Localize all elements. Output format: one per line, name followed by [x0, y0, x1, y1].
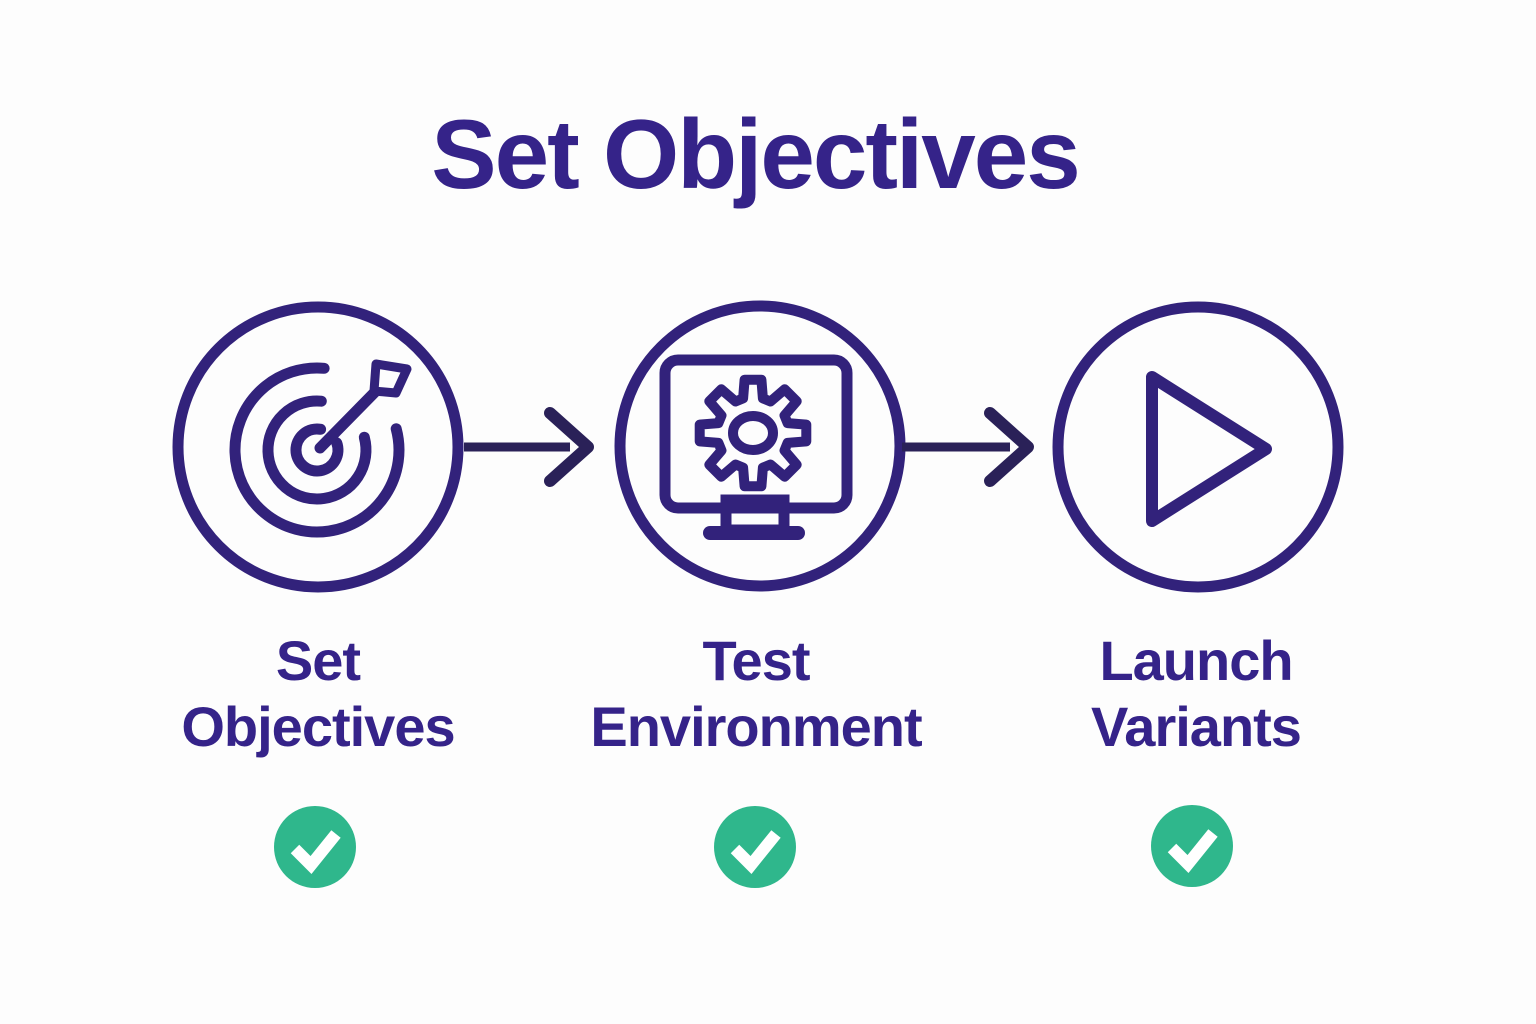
step-3-status-badge	[1151, 805, 1233, 887]
step-1-status-badge	[274, 806, 356, 888]
step-3-label-line2: Variants	[1091, 695, 1302, 759]
checkmark-icon	[730, 830, 781, 874]
checkmark-icon	[1167, 829, 1218, 873]
checkmark-icon	[290, 830, 341, 874]
step-2-status-badge	[714, 806, 796, 888]
monitor-gear-icon	[614, 300, 906, 592]
step-1-circle	[170, 299, 466, 595]
step-2-circle	[612, 298, 908, 594]
step-1-label-line2: Objectives	[181, 695, 455, 759]
step-3-circle	[1050, 299, 1346, 595]
arrow-right-icon	[898, 399, 1038, 500]
step-1-label-line1: Set	[275, 629, 361, 692]
step-2-label-line2: Environment	[590, 695, 922, 759]
step-2-label: Test Environment	[526, 628, 986, 760]
step-1-label: Set Objectives	[88, 628, 548, 760]
arrow-right-icon	[462, 399, 602, 500]
target-dart-icon	[172, 301, 464, 593]
page-title: Set Objectives	[431, 99, 1080, 209]
step-3-label: Launch Variants	[966, 628, 1426, 760]
step-2-label-line1: Test	[702, 629, 811, 692]
step-3-label-line1: Launch	[1099, 629, 1293, 692]
play-icon	[1052, 301, 1344, 593]
